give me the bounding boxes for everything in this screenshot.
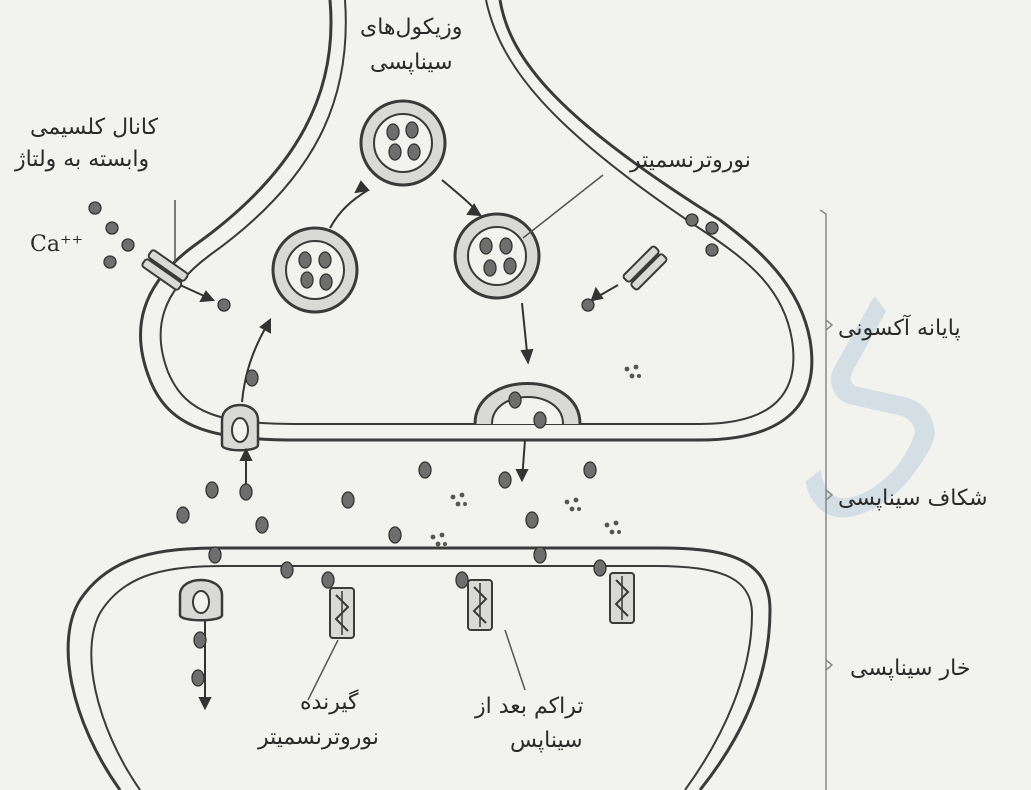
calcium-ion-label: Ca⁺⁺ [30, 232, 83, 258]
vesicles-label-line2: سیناپسی [370, 50, 453, 76]
synaptic-vesicle-right [455, 214, 539, 298]
synaptic-cleft-label: شکاف سیناپسی [838, 486, 988, 512]
psd-label-line2: سیناپس [510, 728, 583, 754]
neurotransmitter-label: نوروترنسمیتر [630, 148, 751, 174]
receptor-label-line2: نوروترنسمیتر [258, 725, 379, 751]
reuptake-transporter [222, 405, 258, 450]
postsynaptic-spine-membrane [68, 548, 770, 790]
reuptake-transporter-post [180, 580, 222, 620]
calcium-channel-right [622, 245, 667, 290]
receptor-2 [468, 580, 492, 630]
region-bracket [820, 210, 832, 790]
receptor-1 [330, 588, 354, 638]
calcium-ions [89, 202, 718, 311]
receptor-3 [610, 573, 634, 623]
docked-vesicle [475, 384, 580, 429]
synaptic-vesicle-top [361, 101, 445, 185]
axon-terminal-label: پایانه آکسونی [838, 316, 961, 342]
calcium-channel-label-line2: وابسته به ولتاژ [15, 147, 149, 173]
psd-label-line1: تراکم بعد از [475, 694, 584, 720]
calcium-channel-label-line1: کانال کلسیمی [30, 115, 158, 141]
synaptic-spine-label: خار سیناپسی [850, 656, 970, 682]
vesicles-label-line1: وزیکول‌های [360, 15, 462, 41]
synaptic-vesicle-left [273, 228, 357, 312]
receptor-label-line1: گیرنده [300, 690, 358, 716]
